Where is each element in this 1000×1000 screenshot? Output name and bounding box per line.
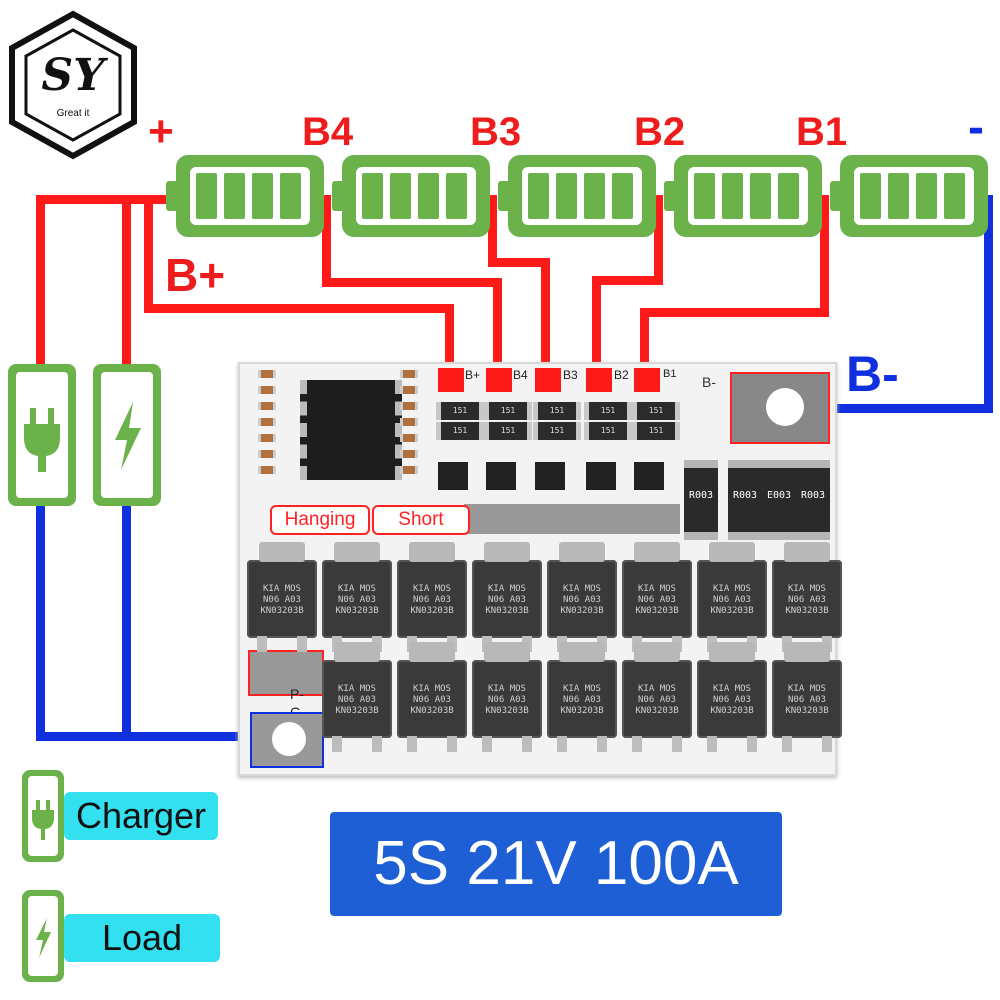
b-minus-label: B- <box>846 346 899 402</box>
control-ic <box>300 380 402 480</box>
battery-cell-4 <box>664 155 822 237</box>
silk-pad-b2: B2 <box>614 368 629 382</box>
wire-plus-mid-down <box>122 195 131 365</box>
wire-b3-pad <box>541 258 550 373</box>
wire-plus-top <box>36 195 176 204</box>
battery-cell-3 <box>498 155 656 237</box>
wire-b4-h <box>322 278 502 287</box>
silk-pad-b1: B1 <box>663 368 677 380</box>
charger-port <box>8 364 76 506</box>
b-minus-pad <box>730 372 830 444</box>
silk-p-minus: P- <box>290 686 304 702</box>
wire-b3-down <box>488 195 497 267</box>
wire-plus-left-down <box>36 195 45 365</box>
wire-b4-down <box>322 195 331 287</box>
silk-pad-b-plus: B+ <box>465 368 481 382</box>
wire-b2-pad <box>592 276 601 373</box>
spec-badge: 5S 21V 100A <box>330 812 782 916</box>
lightning-icon <box>115 402 141 470</box>
battery-cell-5 <box>830 155 988 237</box>
load-port <box>93 364 161 506</box>
wire-load-down <box>122 505 131 741</box>
plug-icon <box>24 408 60 472</box>
wire-bplus-pad <box>445 304 454 374</box>
wire-neg-h <box>36 732 250 741</box>
wire-b1-h <box>640 308 829 317</box>
wire-b2-down <box>654 195 663 285</box>
wire-bplus-h <box>144 304 454 313</box>
battery-cell-1 <box>166 155 324 237</box>
logo-letters: SY <box>41 50 105 101</box>
p-minus-pad <box>248 650 324 696</box>
pad-b2 <box>586 368 612 392</box>
plug-icon <box>32 800 54 840</box>
lightning-icon <box>36 918 51 958</box>
cell-label-b3: B3 <box>470 110 522 154</box>
short-tag: Short <box>372 505 470 535</box>
battery-cell-2 <box>332 155 490 237</box>
c-minus-pad <box>250 712 324 768</box>
wire-b1-pad <box>640 308 649 373</box>
silk-pad-b4: B4 <box>513 368 528 382</box>
hexagon-logo-icon <box>9 10 137 160</box>
wire-b2-h <box>592 276 663 285</box>
pad-b1 <box>634 368 660 392</box>
pad-b3 <box>535 368 561 392</box>
wire-bplus-down <box>144 195 153 313</box>
wire-b1-down <box>820 195 829 317</box>
legend-charger-label: Charger <box>64 792 218 840</box>
b-plus-label: B+ <box>165 249 226 301</box>
pad-b4 <box>486 368 512 392</box>
silk-pad-b3: B3 <box>563 368 578 382</box>
pad-b-plus <box>438 368 464 392</box>
cell-label-b4: B4 <box>302 110 354 154</box>
hanging-tag: Hanging <box>270 505 370 535</box>
wire-minus-down <box>984 195 993 413</box>
cell-label-b2: B2 <box>634 110 686 154</box>
brand-logo: SY Great it <box>8 10 138 160</box>
legend-charger-icon <box>22 770 64 862</box>
plus-terminal-label: + <box>148 107 174 156</box>
minus-terminal-label: - <box>968 101 984 154</box>
wire-minus-h <box>826 404 993 413</box>
cell-label-b1: B1 <box>796 110 848 154</box>
legend-load-icon <box>22 890 64 982</box>
silk-b-minus: B- <box>702 374 716 390</box>
legend-load-label: Load <box>64 914 220 962</box>
wire-b3-h <box>488 258 550 267</box>
wire-b4-pad <box>493 278 502 373</box>
logo-tagline: Great it <box>56 108 90 119</box>
wire-charger-down <box>36 505 45 741</box>
